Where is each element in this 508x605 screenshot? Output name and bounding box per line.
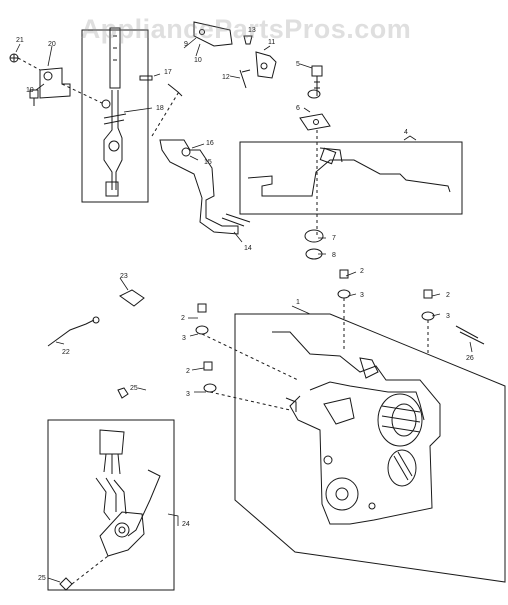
screws-2-3: [195, 269, 435, 411]
lever-4: [247, 65, 451, 260]
callout-2: 2: [446, 292, 450, 299]
callout-3: 3: [360, 292, 364, 299]
callout-3: 3: [186, 391, 190, 398]
callout-6: 6: [296, 105, 300, 112]
mechanism-1: [272, 325, 485, 525]
callout-15: 15: [204, 159, 212, 166]
callout-17: 17: [164, 69, 172, 76]
callout-1: 1: [296, 299, 300, 306]
callout-5: 5: [296, 61, 300, 68]
bracket-15: [159, 139, 251, 235]
callout-8: 8: [332, 252, 336, 259]
parts-top-middle: [139, 21, 277, 137]
callout-11: 11: [268, 39, 275, 46]
clip-23: [47, 289, 145, 347]
motor-24: [59, 387, 161, 591]
callout-9: 9: [184, 41, 188, 48]
callout-2: 2: [186, 368, 190, 375]
callout-10: 10: [194, 57, 202, 64]
callout-3: 3: [182, 335, 186, 342]
callout-14: 14: [244, 245, 252, 252]
callout-7: 7: [332, 235, 336, 242]
group-outline-1: [234, 313, 506, 583]
group-outline-24: [47, 419, 175, 591]
callout-13: 13: [248, 27, 256, 34]
callout-18: 18: [156, 105, 164, 112]
callout-20: 20: [48, 41, 56, 48]
callout-23: 23: [120, 273, 128, 280]
callout-2: 2: [181, 315, 185, 322]
callout-19: 19: [26, 87, 34, 94]
callout-22: 22: [62, 349, 70, 356]
callout-25: 25: [130, 385, 138, 392]
leader-lines: [15, 37, 473, 583]
callout-25: 25: [38, 575, 46, 582]
rod-18: [61, 27, 127, 197]
bracket-20: [9, 53, 71, 106]
callout-3: 3: [446, 313, 450, 320]
callout-26: 26: [466, 355, 474, 362]
callout-2: 2: [360, 268, 364, 275]
callout-21: 21: [16, 37, 24, 44]
callout-24: 24: [182, 521, 190, 528]
callout-4: 4: [404, 129, 408, 136]
callout-16: 16: [206, 140, 214, 147]
group-outline-4: [239, 141, 463, 215]
callout-12: 12: [222, 74, 230, 81]
group-outline-18: [81, 29, 149, 203]
